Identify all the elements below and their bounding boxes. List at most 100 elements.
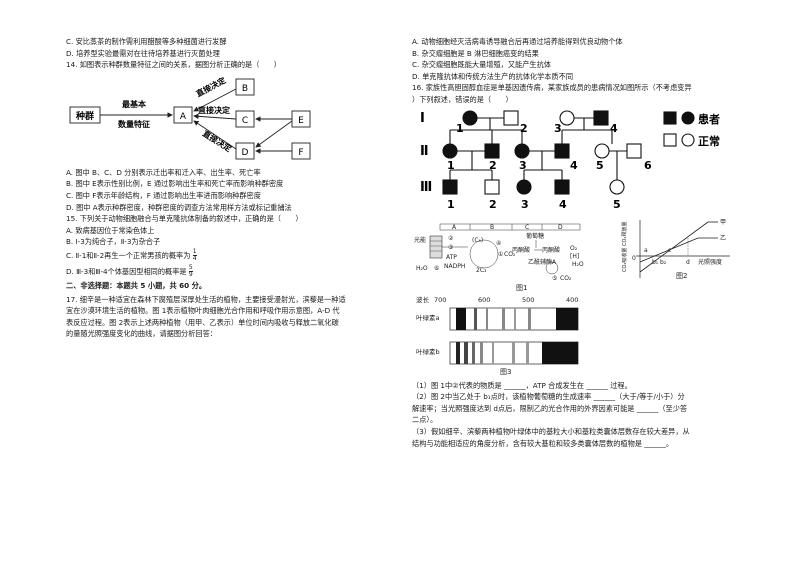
- fraction-d-den: 9: [188, 271, 193, 279]
- arrow-e-d: [255, 120, 293, 148]
- fig1-sec-d: D: [558, 224, 563, 231]
- fig2-jia: 甲: [720, 219, 726, 226]
- label-quantity: 数量特征: [118, 119, 150, 129]
- fig1-n3: ③: [448, 244, 453, 251]
- fig1-n2: ②: [448, 235, 454, 242]
- fig1-n4: ④: [496, 240, 501, 247]
- box-d: [235, 142, 255, 160]
- fig1-n1: ①: [498, 251, 503, 258]
- fraction-c-num: 1: [192, 248, 197, 257]
- arrow-c-a: [193, 113, 237, 120]
- q14-option-d: D. 图中 A表示种群密度，种群密度的调查方法常用样方法或标记重捕法: [66, 202, 292, 212]
- q14-option-a: A. 图中 B、C、D 分别表示迁出率和迁入率、出生率、死亡率: [66, 167, 261, 177]
- legend-affected-circle: [681, 111, 695, 125]
- fig3-caption: 图3: [500, 368, 511, 376]
- fig1-acetyl: 乙酰辅酶A: [528, 258, 557, 266]
- fig1-calvin-cycle: [469, 239, 499, 268]
- pedigree-chart: Ⅰ Ⅱ Ⅲ 1 2 3 4 1 2 3 4 5 6 1 2 3 4 5 患者 正…: [420, 110, 720, 211]
- ii1-affected-female: [442, 143, 458, 159]
- fig1-c5: (C₅): [472, 237, 483, 244]
- q17-sub2-a: （2）图 2中当乙处于 b₁点时，该植物葡萄糖的生成速率 ______（大于/等…: [412, 392, 685, 402]
- q15-option-a: A. 致病基因位于常染色体上: [66, 225, 155, 235]
- gen3-num-3: 3: [521, 198, 529, 211]
- fig1-glucose: 葡萄糖: [526, 232, 544, 240]
- ii2-affected-male: [484, 143, 500, 159]
- q15r-option-a: A. 动物细胞经灭活病毒诱导融合后再通过培养能得到优良动物个体: [412, 37, 623, 46]
- q15-option-c-text: C. Ⅱ-1和Ⅱ-2再生一个正常男孩的概率为: [66, 250, 191, 260]
- label-f: F: [298, 148, 303, 158]
- gen2-num-5: 5: [596, 159, 604, 172]
- ii3-affected-female: [514, 143, 530, 159]
- label-direct-1: 直接决定: [194, 75, 227, 99]
- gen2-num-6: 6: [644, 159, 652, 172]
- fig2-c: c: [668, 247, 671, 254]
- gen2-num-3: 3: [519, 159, 527, 172]
- q17-sub3-a: （3）假如细辛、滨藜两种植物叶绿体中的基粒大小和基粒类囊体层数存在较大差异，从: [412, 426, 690, 436]
- q15-option-d-text: D. Ⅲ-3和Ⅲ-4个体基因型相同的概率是: [66, 266, 187, 276]
- q17-sub2-b: 解速率；当光照强度达到 d点后，限制乙的光合作用的外界因素可能是 ______（…: [412, 403, 688, 413]
- right-column: A. 动物细胞经灭活病毒诱导融合后再通过培养能得到优良动物个体 B. 杂交瘤细胞…: [412, 36, 742, 449]
- q16-stem-2: ）下列叙述，错误的是（ ）: [412, 94, 513, 104]
- fig3-row-b-label: 叶绿素b: [416, 347, 440, 356]
- left-column: C. 安比蒸茶的制作需利用醋酸等多种细菌进行发酵 D. 培养型实验最需对在往待培…: [66, 36, 396, 340]
- arrow-b-a: [193, 88, 237, 112]
- legend-affected-square: [663, 111, 677, 125]
- q15-option-b: B. Ⅰ-3为纯合子，Ⅱ-3为杂合子: [66, 237, 161, 247]
- q15-option-c: C. Ⅱ-1和Ⅱ-2再生一个正常男孩的概率为 1 4: [66, 248, 396, 264]
- iii4-affected-male: [554, 179, 570, 195]
- q14-option-b: B. 图中 E表示性别比例，E 通过影响出生率和死亡率而影响种群密度: [66, 179, 284, 189]
- fig1-sec-a: A: [452, 224, 457, 231]
- q16-stem-1: 16. 家族性高胆固醇血症是单基因遗传病，某家族成员的患病情况如图所示（不考虑变…: [412, 83, 692, 93]
- label-d: D: [242, 148, 249, 158]
- legend-normal-label: 正常: [698, 134, 720, 148]
- box-b: [235, 78, 255, 96]
- fig1-sec-b: B: [490, 224, 494, 231]
- fig3-spectrum-a: [449, 307, 579, 330]
- i3-normal-female: [559, 110, 575, 126]
- ii6-normal-male: [626, 143, 642, 159]
- fig3-tick-600: 600: [478, 296, 490, 304]
- q15r-option-d: D. 单克隆抗体和传统方法生产的抗体化学本质不同: [412, 71, 574, 81]
- fig1-sec-c: C: [525, 224, 529, 231]
- gen3-num-5: 5: [613, 198, 621, 211]
- ii5-normal-female: [594, 143, 610, 159]
- q13-option-c: C. 安比蒸茶的制作需利用醋酸等多种细菌进行发酵: [66, 37, 227, 46]
- fig2-caption: 图2: [676, 272, 687, 280]
- q17-line-1: 17. 细辛是一种适宜在森林下腐殖层深厚处生活的植物，主要接受漫射光，滨藜是一种…: [66, 294, 346, 304]
- iii2-normal-male: [484, 179, 500, 195]
- label-direct-2: 直接决定: [198, 105, 230, 115]
- fig1-pyruvate1: 丙酮酸: [512, 246, 530, 254]
- gen-label-ii: Ⅱ: [420, 144, 429, 159]
- figure-2: CO₂吸收量 CO₂释放量 光照强度 甲 乙 0 a b₁ b₂ c d 图2: [621, 219, 730, 280]
- fig1-o2: O₂: [570, 245, 578, 252]
- fig2-b1: b₁: [652, 259, 659, 266]
- legend-normal-circle: [681, 133, 695, 147]
- fig3-wl-label: 波长: [416, 295, 430, 304]
- q14-stem: 14. 如图表示种群数量特征之间的关系，据图分析正确的是（ ）: [66, 60, 281, 70]
- fig3-tick-500: 500: [522, 296, 534, 304]
- q17-sub1: （1）图 1中②代表的物质是 ______，ATP 合成发生在 ______ 过…: [412, 380, 632, 390]
- box-a: [173, 106, 193, 124]
- i1-affected-female: [462, 110, 478, 126]
- iii5-normal-female: [609, 179, 625, 195]
- ii4-affected-male: [554, 143, 570, 159]
- q17-line-3: 表反应过程。图 2表示上述两种植物（用甲、乙表示）单位时间内吸收与释放二氧化碳: [66, 317, 339, 327]
- gen3-num-1: 1: [447, 198, 455, 211]
- fig1-caption: 图1: [516, 284, 527, 292]
- gen1-num-4: 4: [610, 122, 618, 135]
- fig2-curve-jia: [639, 221, 709, 272]
- q15-option-d: D. Ⅲ-3和Ⅲ-4个体基因型相同的概率是 5 9: [66, 264, 396, 280]
- label-basic: 最基本: [122, 99, 146, 109]
- iii3-affected-female: [516, 179, 532, 195]
- fig2-curve-yi: [639, 237, 699, 262]
- fig1-h: [H]: [570, 253, 579, 260]
- fig2-d: d: [686, 259, 690, 266]
- q17-sub2-c: 二点）。: [412, 415, 438, 425]
- q17-line-2: 宜在沙漠环境生活的植物。图 1表示植物叶肉细胞光合作用和呼吸作用示意图，A-D …: [66, 306, 340, 316]
- fig1-n5: ⑤: [552, 275, 557, 282]
- gen1-num-3: 3: [554, 122, 562, 135]
- q15r-option-b: B. 杂交瘤细胞是 B 淋巴细胞癌变的结果: [412, 48, 539, 58]
- gen-label-iii: Ⅲ: [420, 180, 432, 195]
- iii1-affected-male: [442, 179, 458, 195]
